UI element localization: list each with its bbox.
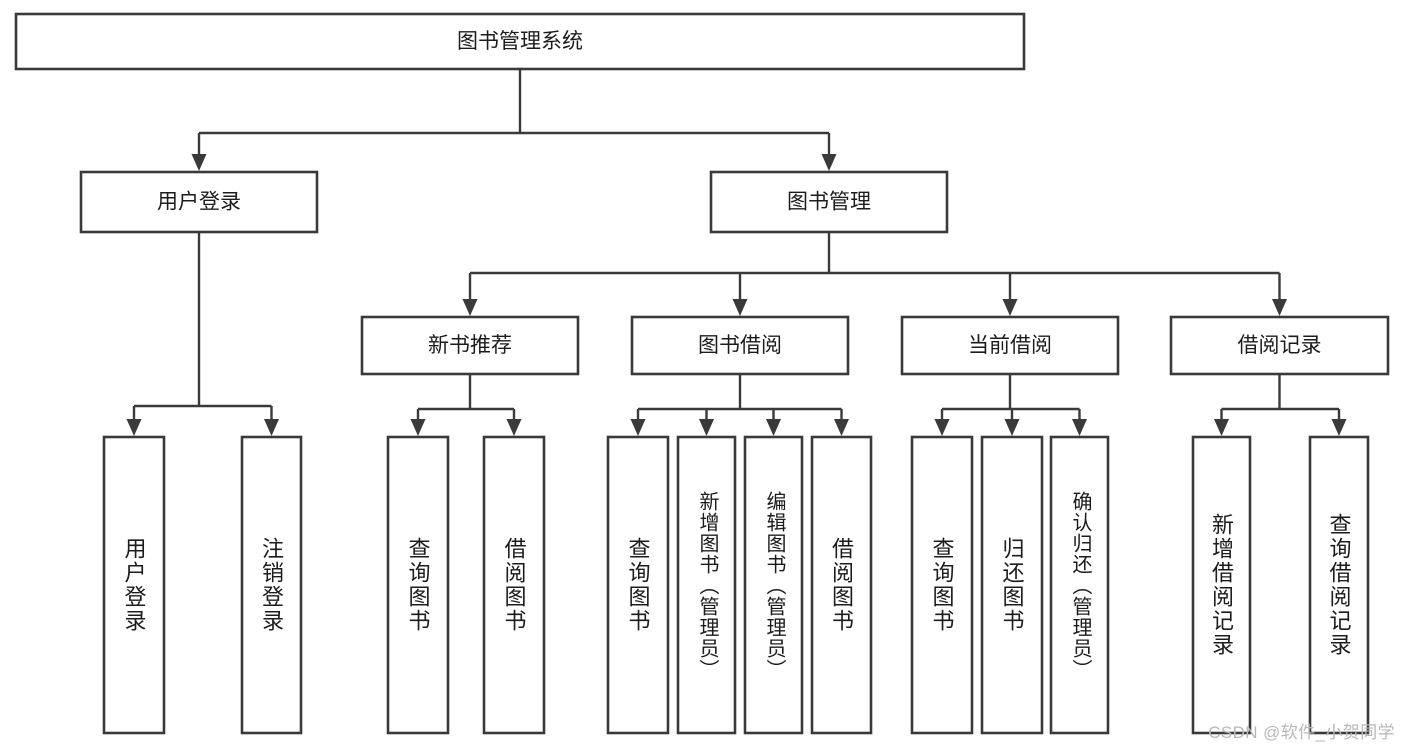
node-current[interactable]: 当前借阅 — [900, 315, 1120, 376]
node-box[interactable] — [240, 435, 303, 735]
node-box[interactable] — [676, 435, 737, 735]
connector-layer — [126, 69, 1347, 436]
arrow-head-icon — [462, 299, 478, 316]
node-box[interactable] — [743, 435, 804, 735]
node-b-add[interactable] — [676, 435, 737, 735]
arrow-head-icon — [126, 419, 142, 436]
node-newbook[interactable]: 新书推荐 — [360, 315, 580, 376]
node-label: 用户登录 — [157, 191, 241, 214]
arrow-head-icon — [1214, 419, 1229, 436]
node-login[interactable]: 用户登录 — [79, 170, 319, 234]
node-box[interactable] — [1191, 435, 1252, 735]
node-root[interactable]: 图书管理系统 — [14, 12, 1026, 71]
arrow-head-icon — [766, 419, 781, 436]
arrow-head-icon — [410, 419, 426, 436]
node-l-login[interactable] — [102, 435, 166, 735]
node-label: 借阅记录 — [1238, 334, 1322, 357]
node-n-borrow[interactable] — [482, 435, 546, 735]
node-box[interactable] — [910, 435, 974, 735]
arrow-head-icon — [699, 419, 714, 436]
arrow-head-icon — [1331, 419, 1347, 436]
node-c-return[interactable] — [980, 435, 1044, 735]
arrow-head-icon — [506, 419, 522, 436]
node-c-query[interactable] — [910, 435, 974, 735]
node-box[interactable] — [102, 435, 166, 735]
arrow-head-icon — [264, 419, 279, 436]
arrow-head-icon — [1272, 299, 1287, 316]
node-box[interactable] — [980, 435, 1044, 735]
node-box[interactable] — [79, 170, 319, 234]
node-b-borrow[interactable] — [810, 435, 873, 735]
arrow-head-icon — [630, 419, 646, 436]
node-r-add[interactable] — [1191, 435, 1252, 735]
arrow-head-icon — [732, 299, 748, 316]
node-l-logout[interactable] — [240, 435, 303, 735]
node-label: 图书管理 — [787, 191, 871, 214]
node-box[interactable] — [14, 12, 1026, 71]
arrow-head-icon — [934, 419, 950, 436]
node-box[interactable] — [606, 435, 670, 735]
node-box[interactable] — [810, 435, 873, 735]
arrow-head-icon — [191, 154, 207, 171]
node-box[interactable] — [900, 315, 1120, 376]
node-n-query[interactable] — [386, 435, 450, 735]
arrow-head-icon — [1002, 299, 1018, 316]
node-box[interactable] — [1169, 315, 1390, 376]
node-box[interactable] — [1308, 435, 1370, 735]
node-label: 图书借阅 — [698, 334, 782, 357]
node-box[interactable] — [386, 435, 450, 735]
arrow-head-icon — [1072, 419, 1087, 436]
node-box[interactable] — [709, 170, 949, 234]
node-b-query[interactable] — [606, 435, 670, 735]
node-box[interactable] — [1049, 435, 1110, 735]
node-label: 图书管理系统 — [457, 30, 583, 53]
arrow-head-icon — [1004, 419, 1020, 436]
node-bookmgmt[interactable]: 图书管理 — [709, 170, 949, 234]
node-box[interactable] — [482, 435, 546, 735]
node-r-query[interactable] — [1308, 435, 1370, 735]
node-box[interactable] — [360, 315, 580, 376]
node-b-edit[interactable] — [743, 435, 804, 735]
node-c-confirm[interactable] — [1049, 435, 1110, 735]
node-borrow[interactable]: 图书借阅 — [630, 315, 850, 376]
node-records[interactable]: 借阅记录 — [1169, 315, 1390, 376]
node-label: 当前借阅 — [968, 334, 1052, 357]
node-box[interactable] — [630, 315, 850, 376]
node-label: 新书推荐 — [428, 334, 512, 357]
arrow-head-icon — [821, 154, 837, 171]
arrow-head-icon — [834, 419, 849, 436]
